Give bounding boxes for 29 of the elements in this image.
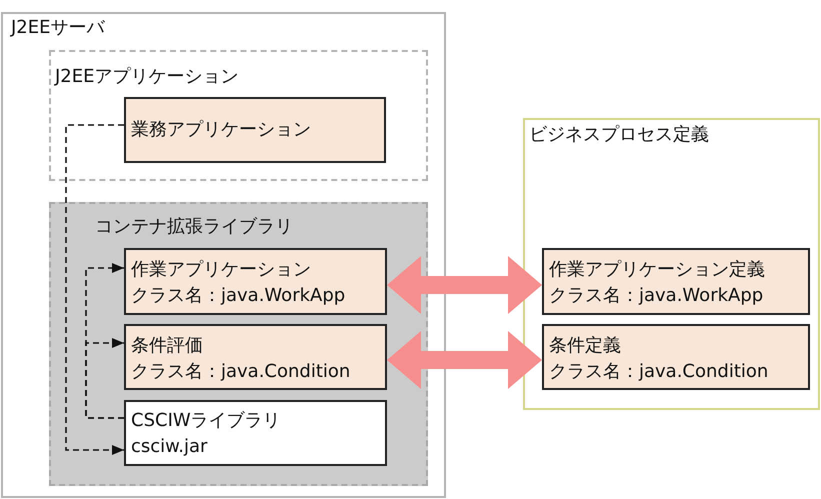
server-frame (1, 12, 446, 498)
definition-box (542, 324, 810, 390)
box-title: ビジネスプロセス定義 (529, 123, 709, 147)
box-title: 条件定義 (549, 334, 621, 358)
box-title: J2EEサーバ (11, 16, 105, 40)
class-name: クラス名：java.WorkApp (131, 284, 346, 308)
box-title: CSCIWライブラリ (131, 409, 281, 433)
component-box (124, 248, 387, 315)
class-name: クラス名：java.WorkApp (549, 284, 764, 308)
box-title: コンテナ拡張ライブラリ (95, 215, 293, 239)
definition-frame (523, 118, 820, 410)
box-title: J2EEアプリケーション (55, 65, 239, 89)
box-title: 業務アプリケーション (131, 118, 311, 142)
library-box (124, 400, 387, 466)
box-title: 作業アプリケーション (131, 258, 311, 282)
box-title: 条件評価 (131, 334, 203, 358)
box-title: 作業アプリケーション定義 (549, 258, 765, 282)
component-box (124, 324, 387, 390)
arrow (85, 338, 124, 419)
arrow (65, 124, 124, 455)
application-frame (49, 50, 428, 181)
class-name: クラス名：java.Condition (549, 360, 768, 384)
component-box (124, 97, 386, 163)
class-name: クラス名：java.Condition (131, 360, 350, 384)
double-arrow (387, 331, 542, 389)
definition-box (542, 248, 810, 315)
class-name: csciw.jar (131, 435, 208, 459)
double-arrow (387, 256, 542, 314)
library-panel (49, 202, 428, 486)
